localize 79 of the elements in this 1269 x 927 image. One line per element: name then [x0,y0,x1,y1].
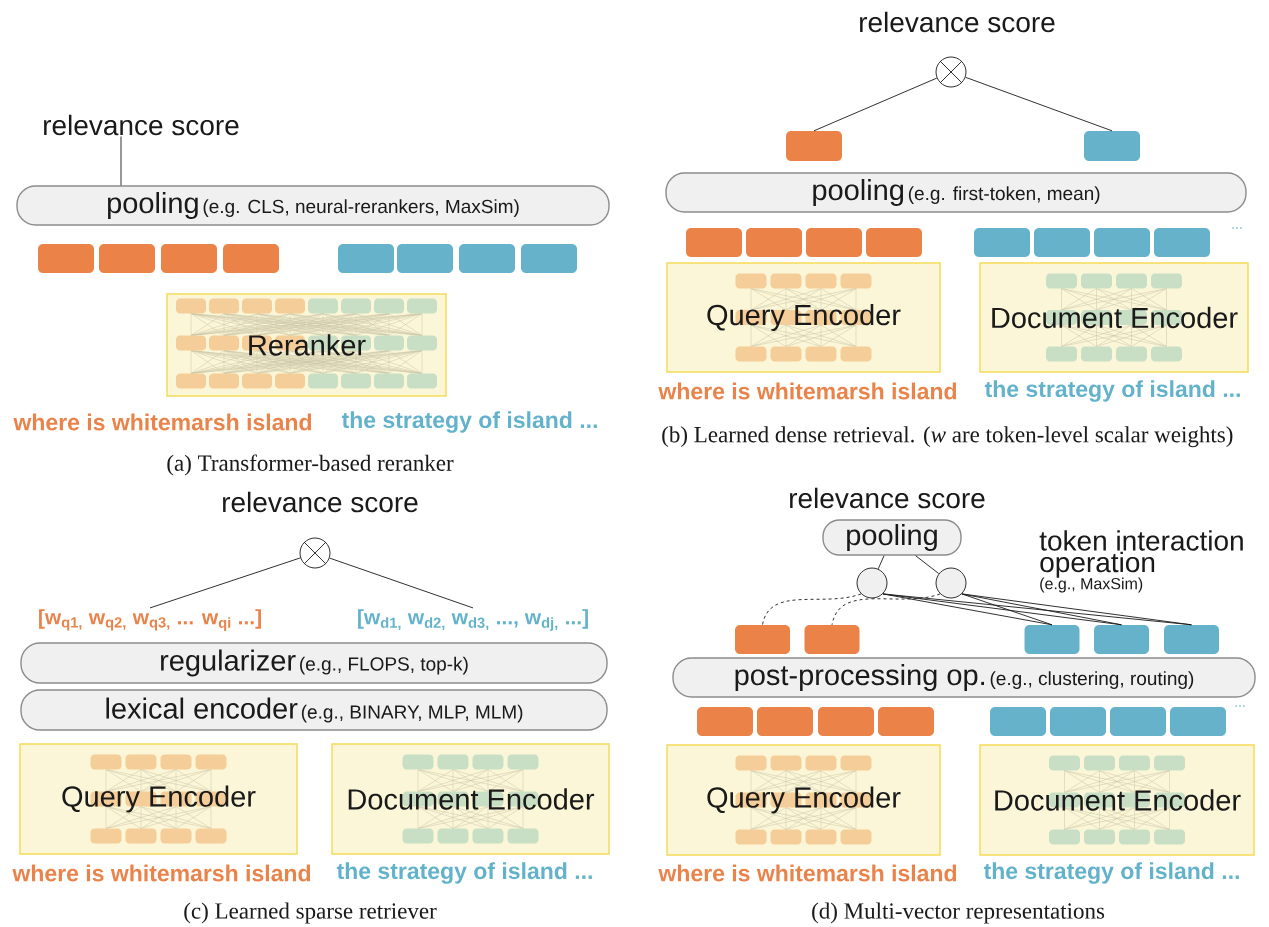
embedding-bar [459,244,515,273]
score-label: relevance score [44,114,239,136]
embedding-bar [804,625,860,654]
embedding-bar [786,131,842,161]
embedding-bar [1024,625,1080,654]
encoder-box: Query Encoder [666,262,941,373]
embedding-bar [38,244,94,273]
weight-vector: [w$_{d1,}$ w$_{d2,}$ w$_{d3,}$ ..., w$_{dj,}$ ...] [358,609,588,631]
query-text: where is whitemarsh island [658,864,957,882]
query-text: where is whitemarsh island [658,382,957,400]
embedding-bar [223,244,279,273]
caption: (a) Transformer-based reranker [167,454,454,476]
ellipsis-text: ... [1235,705,1245,707]
embedding-bar [161,244,217,273]
score-label: relevance score [790,487,985,509]
annotation-text: token interaction operation [1039,530,1243,578]
embedding-bar [818,707,874,736]
embedding-bar [735,625,790,654]
document-text: the strategy of island ... [341,411,597,433]
embedding-bar [1050,707,1106,736]
layer-box: regularizer(e.g., FLOPS, top-k) [20,642,608,684]
embedding-bar [1110,707,1166,736]
embedding-bar [866,228,922,257]
embedding-bar [990,707,1046,736]
reranker-box: Reranker [166,293,447,397]
embedding-bar [697,707,753,736]
encoder-box: Query Encoder [19,743,298,855]
layer-box: pooling (e.g. CLS, neural-rerankers, MaxSim) [16,185,610,226]
document-text: the strategy of island ... [984,380,1240,402]
interaction-circle [935,567,967,599]
embedding-bar [1094,228,1150,257]
encoder-box: Query Encoder [666,744,941,856]
layer-box: pooling (e.g. first-token, mean) [665,172,1247,213]
encoder-box: Document Encoder [979,262,1249,373]
interaction-circle [856,567,888,599]
connector-line [813,77,938,132]
embedding-bar [1034,228,1090,257]
connector-line [915,555,940,575]
layer-box: pooling [822,519,962,556]
embedding-bar [806,228,862,257]
caption: (c) Learned sparse retriever [184,902,437,924]
connector-line [877,555,885,570]
embedding-bar [1164,625,1219,654]
ellipsis-text: ... [1232,227,1242,229]
embedding-bar [974,228,1030,257]
multiply-circle [935,56,967,88]
connector-line [329,557,474,609]
layer-box: post-processing op. (e.g., clustering, routing) [672,657,1256,698]
connector-line [762,593,862,626]
multiply-circle [299,537,331,569]
embedding-bar [1170,707,1226,736]
embedding-bar [746,228,802,257]
embedding-bar [686,228,742,257]
embedding-bar [1084,131,1140,161]
connector-line [149,557,301,609]
weight-vector: [w$_{q1,}$ w$_{q2,}$ w$_{q3,}$ ... w$_{qi}$ ...] [39,609,261,631]
embedding-bar [1094,625,1149,654]
embedding-bar [878,707,934,736]
example-note: (e.g., MaxSim) [1040,577,1143,593]
embedding-bar [397,244,453,273]
document-text: the strategy of island ... [336,862,592,884]
connector-line [831,593,941,626]
query-text: where is whitemarsh island [12,864,310,882]
connector-line [961,593,1192,626]
encoder-box: Document Encoder [331,743,610,855]
encoder-box: Document Encoder [979,744,1255,856]
score-label: relevance score [860,11,1055,33]
embedding-bar [1154,228,1210,257]
embedding-bar [521,244,577,273]
embedding-bar [99,244,155,273]
caption: (b) Learned dense retrieval. (w are token-level scalar weights) [662,426,1233,448]
embedding-bar [757,707,813,736]
caption: (d) Multi-vector representations [812,902,1105,924]
embedding-bar [338,244,394,273]
score-label: relevance score [223,491,418,513]
connector-line [965,76,1113,132]
connector-line [120,136,122,186]
query-text: where is whitemarsh island [13,413,311,431]
document-text: the strategy of island ... [983,862,1239,884]
